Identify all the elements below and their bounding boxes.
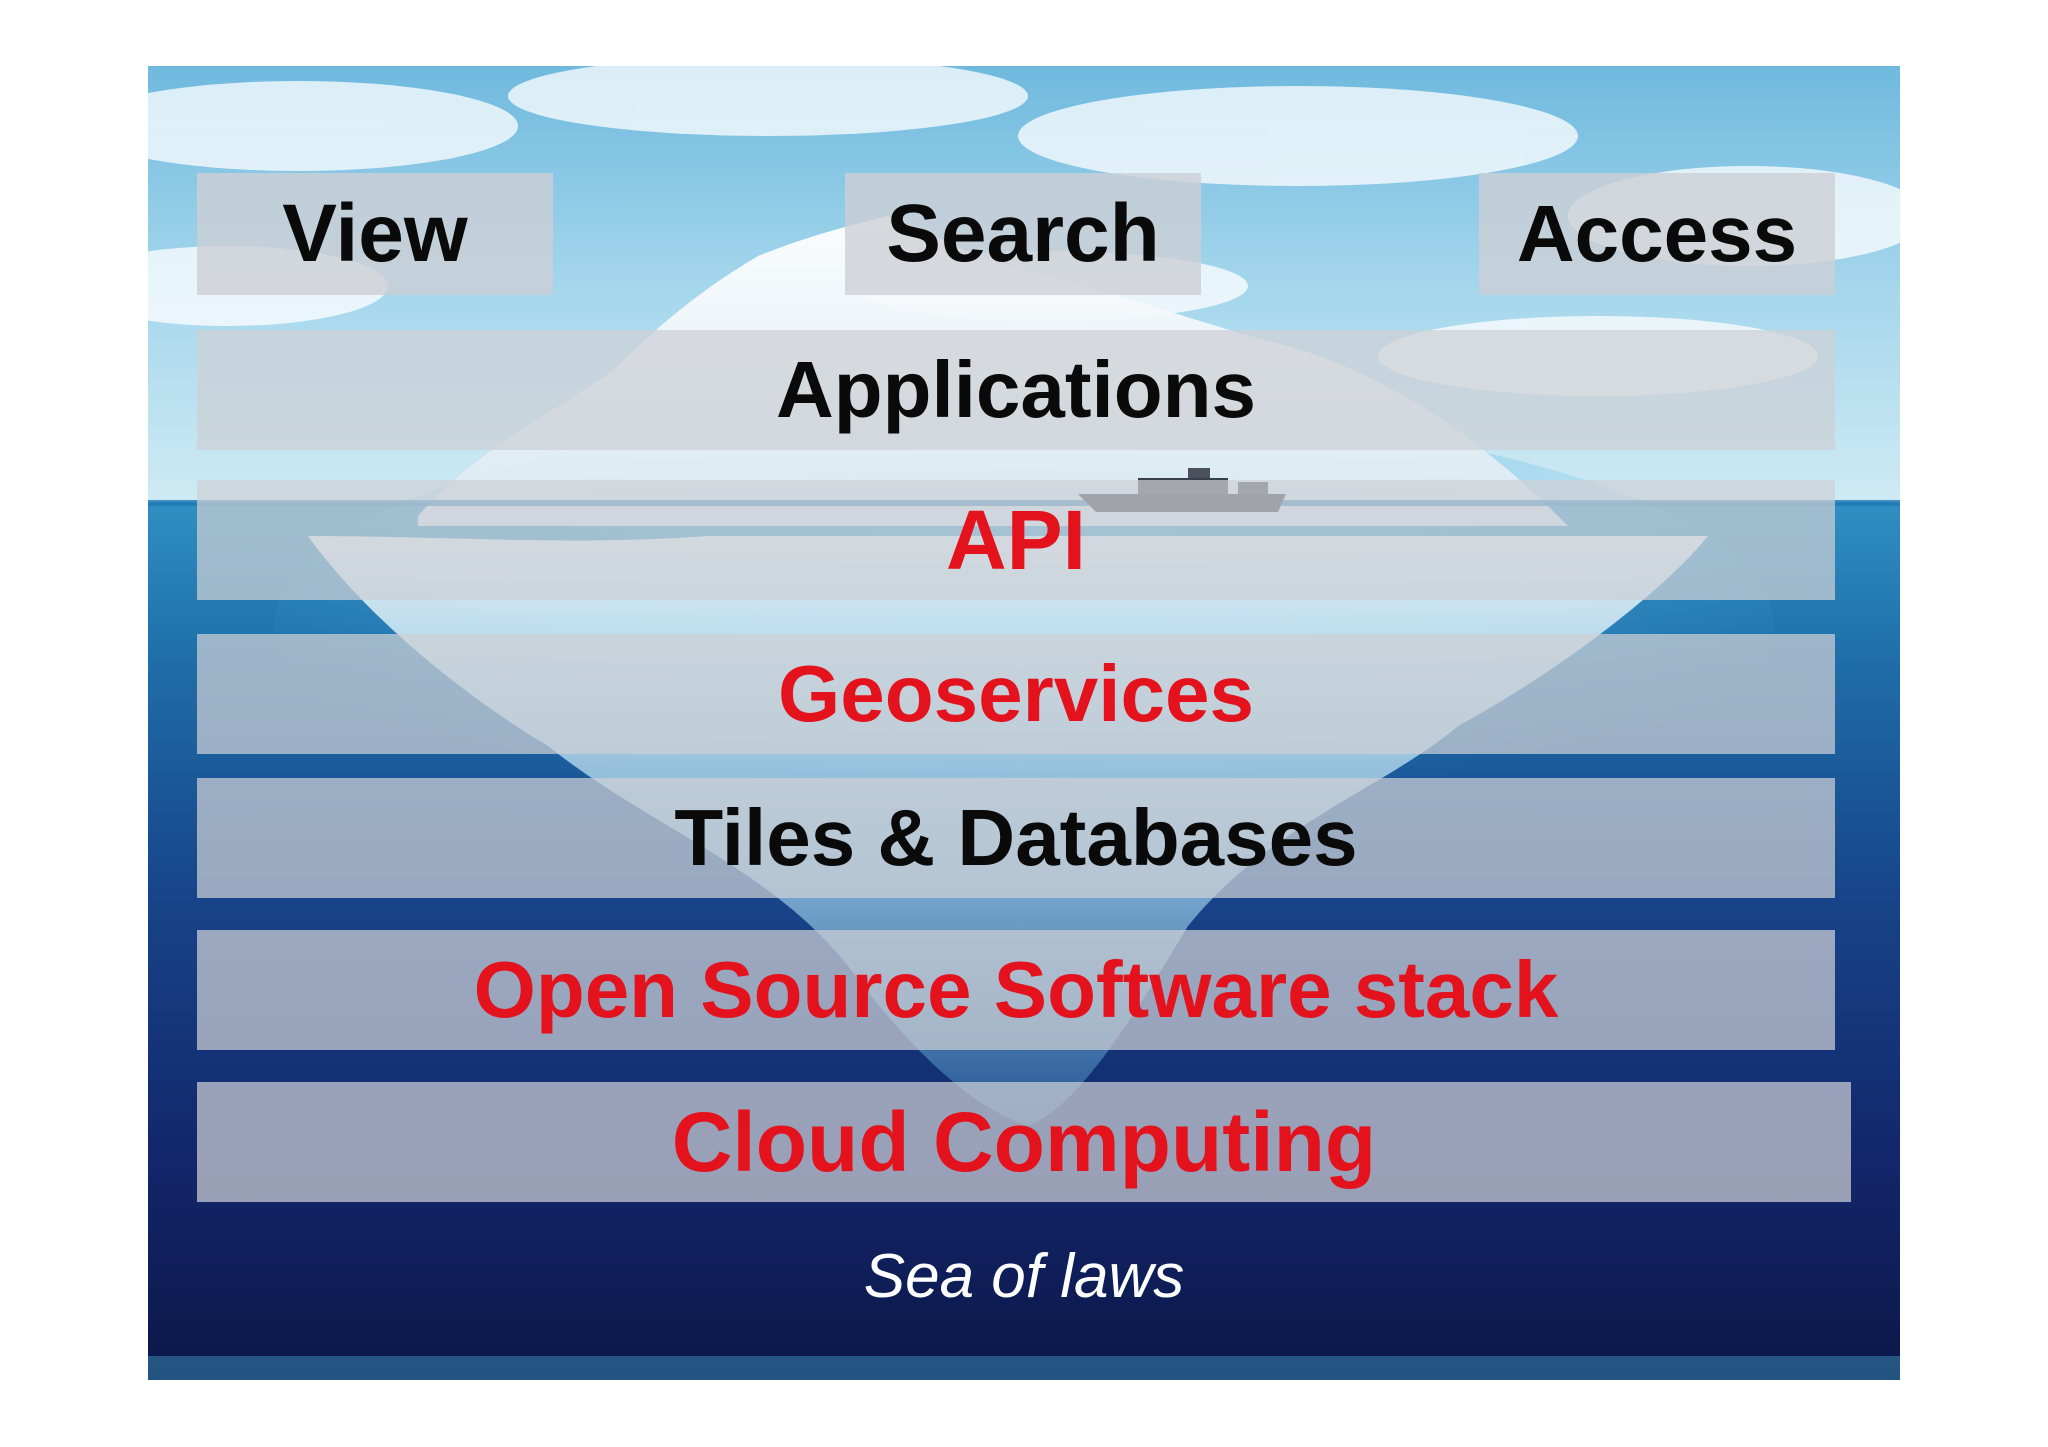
layer-api: API (197, 480, 1835, 600)
layer-applications: Applications (197, 330, 1835, 450)
layer-geoservices: Geoservices (197, 634, 1835, 754)
layer-tiles-databases: Tiles & Databases (197, 778, 1835, 898)
sea-of-laws-label: Sea of laws (863, 1242, 1185, 1311)
access-label: Access (1479, 173, 1835, 295)
layer-cloud-computing: Cloud Computing (197, 1082, 1851, 1202)
search-label: Search (845, 173, 1201, 295)
layer-open-source: Open Source Software stack (197, 930, 1835, 1050)
view-label: View (197, 173, 553, 295)
iceberg-scene: View Search Access Applications API Geos… (148, 66, 1900, 1380)
